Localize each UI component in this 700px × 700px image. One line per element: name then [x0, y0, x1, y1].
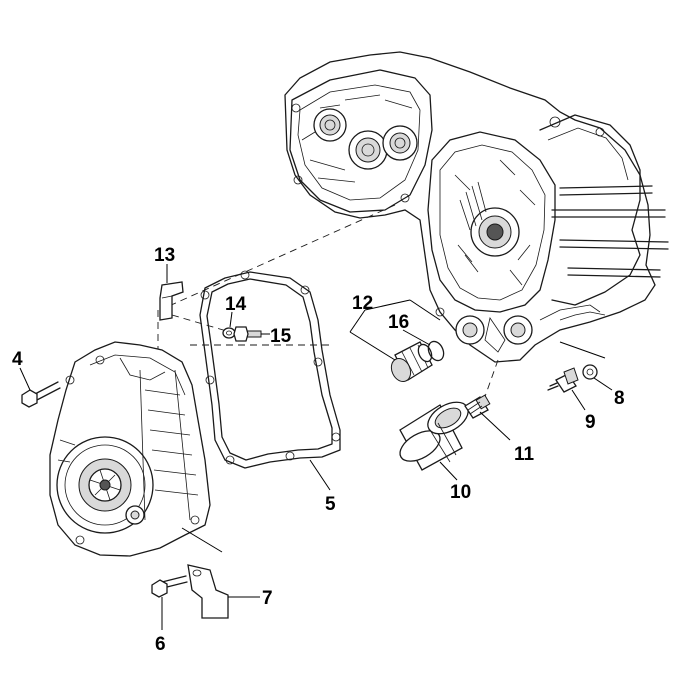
part-11-filter-nipple	[464, 394, 491, 419]
callout-11: 11	[514, 444, 535, 465]
callout-12: 12	[352, 293, 373, 314]
leader-14	[229, 311, 233, 328]
callout-13: 13	[154, 245, 175, 266]
part-13-clip	[159, 281, 184, 321]
callout-14: 14	[225, 294, 247, 315]
part-12-oil-strainer	[390, 341, 433, 383]
part-16-o-ring	[427, 340, 445, 362]
leader-8-9-bracket	[559, 341, 606, 359]
leader-12-bracket	[349, 299, 441, 361]
callout-10: 10	[450, 482, 471, 503]
callout-4: 4	[12, 349, 23, 370]
part-8-washer	[582, 364, 598, 380]
callout-8: 8	[614, 388, 625, 409]
leader-8	[593, 377, 613, 391]
callout-7: 7	[262, 588, 273, 609]
engine-crankcase	[284, 51, 669, 363]
leader-9	[571, 389, 586, 411]
callout-15: 15	[270, 326, 292, 347]
cover-gasket	[199, 270, 341, 469]
part-4-bolt	[21, 381, 61, 408]
part-6-bolt	[151, 575, 188, 598]
leader-11	[479, 411, 511, 441]
part-15-bolt	[233, 326, 262, 342]
leader-4	[19, 367, 31, 391]
callout-9: 9	[585, 412, 596, 433]
part-9-oil-pressure-sensor	[547, 367, 579, 393]
part-14-washer	[222, 327, 236, 339]
left-crankcase-cover	[49, 341, 211, 557]
callout-16: 16	[388, 312, 409, 333]
leader-5	[309, 459, 331, 491]
callout-6: 6	[155, 634, 166, 655]
callout-5: 5	[325, 494, 336, 515]
leader-16	[402, 329, 431, 346]
part-7-plate	[187, 564, 229, 619]
part-10-oil-filter	[399, 401, 469, 471]
leader-10	[439, 461, 458, 481]
leader-7-cover	[181, 527, 223, 553]
